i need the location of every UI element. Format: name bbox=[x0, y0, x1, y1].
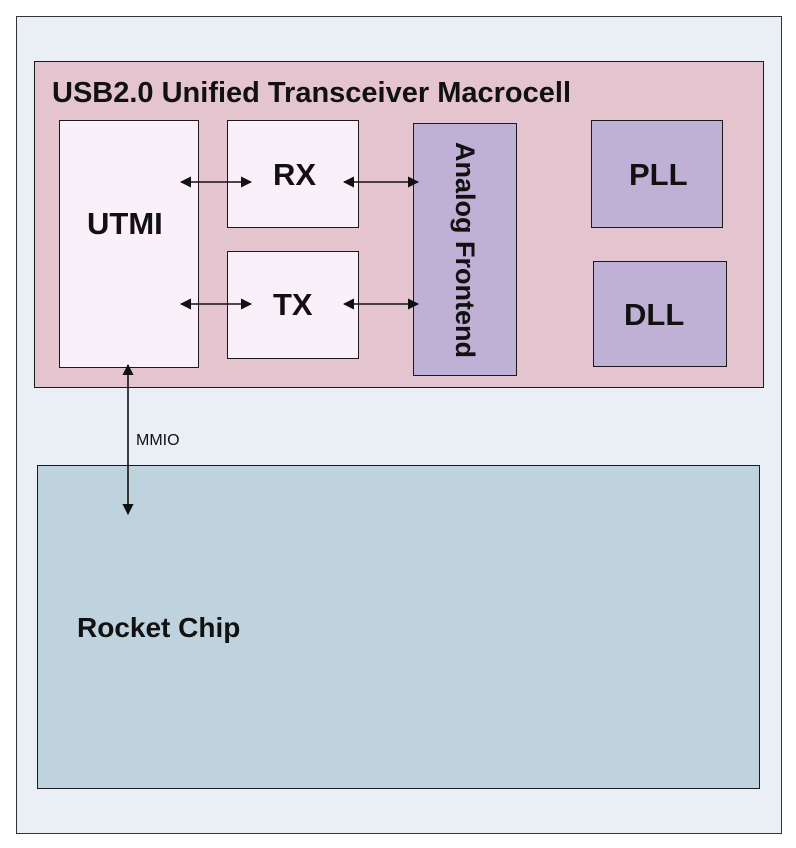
tx-label: TX bbox=[273, 287, 313, 322]
analog-frontend-block bbox=[413, 123, 517, 376]
rocket-chip-label: Rocket Chip bbox=[77, 612, 241, 643]
dll-block: DLL bbox=[593, 261, 727, 367]
tx-block: TX bbox=[227, 251, 359, 359]
macrocell-title: USB2.0 Unified Transceiver Macrocell bbox=[52, 77, 571, 109]
rx-block: RX bbox=[227, 120, 359, 228]
analog-frontend-label: Analog Frontend bbox=[450, 142, 480, 358]
rocket-chip-block bbox=[37, 465, 760, 789]
pll-block: PLL bbox=[591, 120, 723, 228]
rx-label: RX bbox=[273, 157, 317, 192]
mmio-label: MMIO bbox=[136, 432, 180, 449]
utmi-label: UTMI bbox=[87, 206, 163, 241]
utmi-block: UTMI bbox=[59, 120, 199, 368]
dll-label: DLL bbox=[624, 297, 685, 332]
pll-label: PLL bbox=[629, 157, 688, 192]
